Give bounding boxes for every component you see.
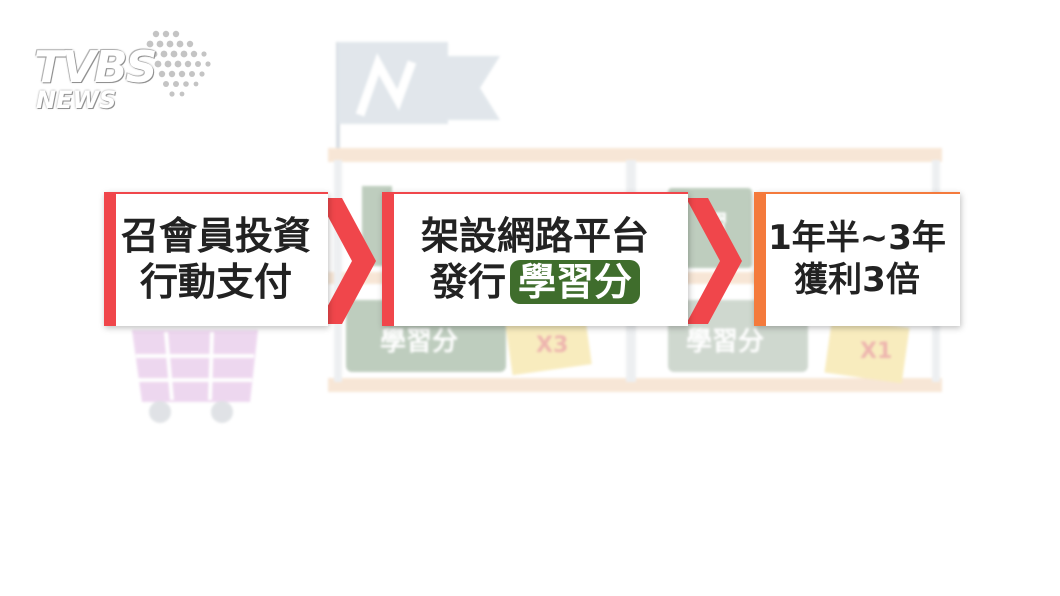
- logo-dots: [146, 30, 211, 97]
- svg-text:X1: X1: [860, 339, 892, 364]
- chevron-right-icon: [318, 198, 376, 324]
- tvbs-logo: TVBS NEWS: [28, 28, 211, 118]
- logo-sub: NEWS: [36, 86, 117, 114]
- learning-points-badge: 學習分: [510, 260, 641, 304]
- step-3-line2: 獲利3倍: [794, 260, 920, 300]
- step-3-line1: 1年半~3年: [768, 218, 946, 258]
- flag-icon: [336, 42, 500, 150]
- card-top-accent: [382, 192, 688, 194]
- svg-text:學習分: 學習分: [380, 327, 458, 357]
- logo-brand: TVBS: [34, 42, 157, 93]
- step-2-line1: 架設網路平台: [420, 214, 649, 258]
- svg-text:學習分: 學習分: [686, 327, 764, 357]
- card-top-accent: [104, 192, 328, 194]
- step-1-line2: 行動支付: [139, 260, 292, 304]
- card-accent-bar: [382, 192, 394, 326]
- chevron-right-icon: [686, 198, 742, 324]
- step-card-1: 召會員投資 行動支付: [104, 192, 328, 326]
- step-card-2: 架設網路平台 發行學習分: [382, 192, 688, 326]
- step-2-line2: 發行學習分: [429, 259, 641, 305]
- step-1-line1: 召會員投資: [120, 214, 311, 258]
- card-accent-bar: [104, 192, 116, 326]
- card-top-accent: [754, 192, 960, 194]
- svg-text:X3: X3: [536, 333, 568, 358]
- step-card-3: 1年半~3年 獲利3倍: [754, 192, 960, 326]
- step-2-line2-prefix: 發行: [429, 260, 506, 304]
- shopping-cart-icon: [132, 330, 258, 423]
- card-accent-bar: [754, 192, 766, 326]
